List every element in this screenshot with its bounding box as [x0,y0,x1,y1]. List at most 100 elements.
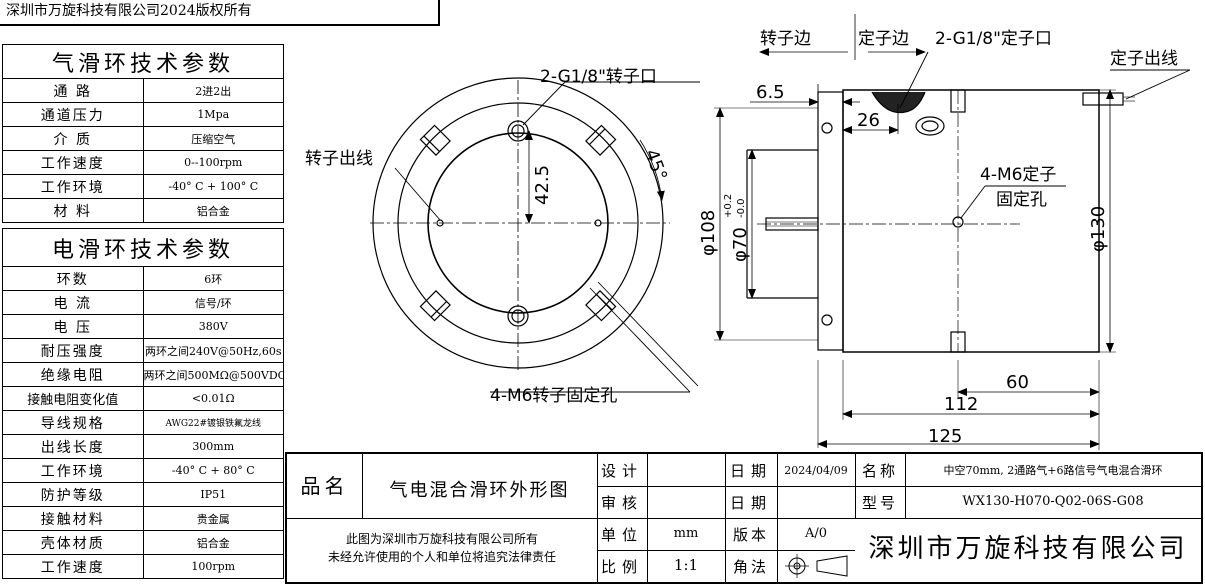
rotor-fitting-bottom [821,314,833,326]
label-stator-wire: 定子出线 [1110,49,1178,69]
stator-port-cut [871,91,926,114]
ele-spec-title: 电滑环技术参数 [2,228,284,267]
ele-spec-value: 6环 [142,266,284,291]
scale-value: 1:1 [673,556,699,574]
leader-stator-wire [1125,69,1191,100]
label-rotor-port: 2-G1/8"转子口 [540,67,657,87]
gas-spec-value: 压缩空气 [142,126,284,151]
gas-spec-key: 通道压力 [2,102,144,127]
gas-spec-value: 铝合金 [142,198,284,223]
dim-45deg: 45° [640,147,671,184]
ele-spec-key: 接触材料 [2,506,144,531]
ele-spec-value: 贵金属 [142,506,284,531]
model-label: 型号 [861,494,898,512]
stator-wire-bundle [1082,92,1124,106]
label-stator-holes-1: 4-M6定子 [980,165,1056,185]
stator-port-fitting-inner [921,120,939,132]
dim-d70: φ70 [730,227,751,262]
title-block: 品名 气电混合滑环外形图 此图为深圳市万旋科技有限公司所有 未经允许使用的个人和… [285,452,1203,584]
stator-screw-top [950,89,966,113]
stator-screw-bottom [950,331,966,353]
dim-42-5: 42.5 [532,165,553,205]
date-label: 日期 [729,462,772,480]
ownership-notice-1: 此图为深圳市万旋科技有限公司所有 [345,532,538,546]
model-value: WX130-H070-Q02-06S-G08 [962,494,1144,509]
label-rotor-wire: 转子出线 [305,149,373,169]
scale-label: 比例 [600,558,643,576]
company-name: 深圳市万旋科技有限公司 [868,534,1188,564]
gas-spec-title: 气滑环技术参数 [2,44,284,79]
gas-spec-value: -40° C + 100° C [142,174,284,199]
gas-spec-value: 0--100rpm [142,150,284,175]
ele-spec-value: 信号/环 [142,290,284,315]
gas-spec-value: 1Mpa [142,102,284,127]
stator-port-fitting [915,116,945,136]
title-name-label: 名称 [861,462,898,480]
dim-d130: φ130 [1088,206,1109,252]
ele-spec-key: 壳体材质 [2,530,144,555]
ele-spec-key: 电 压 [2,314,144,339]
side-body [842,89,1100,353]
version-label: 版本 [732,526,769,544]
ele-spec-value: -40° C + 80° C [142,458,284,483]
dim-6-5: 6.5 [756,82,785,103]
ele-spec-value: IP51 [142,482,284,507]
drawing-area: 2-G1/8"转子口 转子出线 42.5 45° 4-M6转子固定孔 [305,14,1191,450]
ele-spec-key: 工作环境 [2,458,144,483]
dim-60: 60 [1006,372,1029,393]
middle-ring [397,102,639,344]
side-view [714,14,1191,450]
rotor-port-top-inner [511,124,525,138]
rotor-port-bottom-inner [511,309,525,323]
rotor-fitting-top [821,122,833,134]
dim-d70-tol-plus: +0.2 [723,194,734,218]
title-name-value: 中空70mm, 2通路气+6路信号气电混合滑环 [943,464,1163,477]
label-rotor-side: 转子边 [760,29,811,49]
outer-ring [372,77,664,369]
front-view [370,77,700,393]
dim-26: 26 [857,110,880,131]
ele-spec-value: 两环之间500MΩ@500VDC [142,362,284,387]
ele-spec-value: <0.01Ω [142,386,284,411]
mount-slot [419,124,451,156]
leader-rotor-holes [589,287,691,393]
ele-spec-key: 出线长度 [2,434,144,459]
review-label: 审核 [600,494,643,512]
ele-spec-key: 接触电阻变化值 [2,386,144,411]
rotor-wire-hole [594,219,602,227]
leader-rotor-wire [394,167,441,221]
angle-label: 角法 [732,558,769,576]
stator-fix-hole [952,216,964,228]
dim-112: 112 [944,394,978,415]
date-value: 2024/04/09 [784,464,848,477]
design-label: 设计 [600,462,643,480]
inner-bore [427,132,609,314]
gas-spec-key: 工作速度 [2,150,144,175]
leader-stator-holes [960,185,986,219]
date-label: 日期 [729,494,772,512]
mount-slot [585,124,617,156]
ele-spec-key: 工作速度 [2,554,144,579]
name-label: 品名 [300,474,349,498]
ele-spec-value: 300mm [142,434,284,459]
unit-label: 单位 [600,526,643,544]
gas-spec-key: 通 路 [2,78,144,103]
dim-arc-45deg [639,139,665,201]
ele-spec-value: AWG22#镀银铁氟龙线 [142,410,284,435]
label-stator-side: 定子边 [858,29,909,49]
product-name: 气电混合滑环外形图 [389,480,570,501]
label-stator-port: 2-G1/8"定子口 [935,29,1052,49]
gas-spec-key: 工作环境 [2,174,144,199]
unit-value: mm [673,526,699,541]
leader-rotor-holes [597,281,699,387]
version-value: A/0 [804,526,828,541]
dim-125: 125 [928,426,962,447]
ele-spec-value: 100rpm [142,554,284,579]
rotor-port-bottom [507,305,529,327]
ele-spec-key: 防护等级 [2,482,144,507]
ele-spec-value: 铝合金 [142,530,284,555]
ele-spec-key: 电 流 [2,290,144,315]
leader-stator-port [899,51,929,109]
